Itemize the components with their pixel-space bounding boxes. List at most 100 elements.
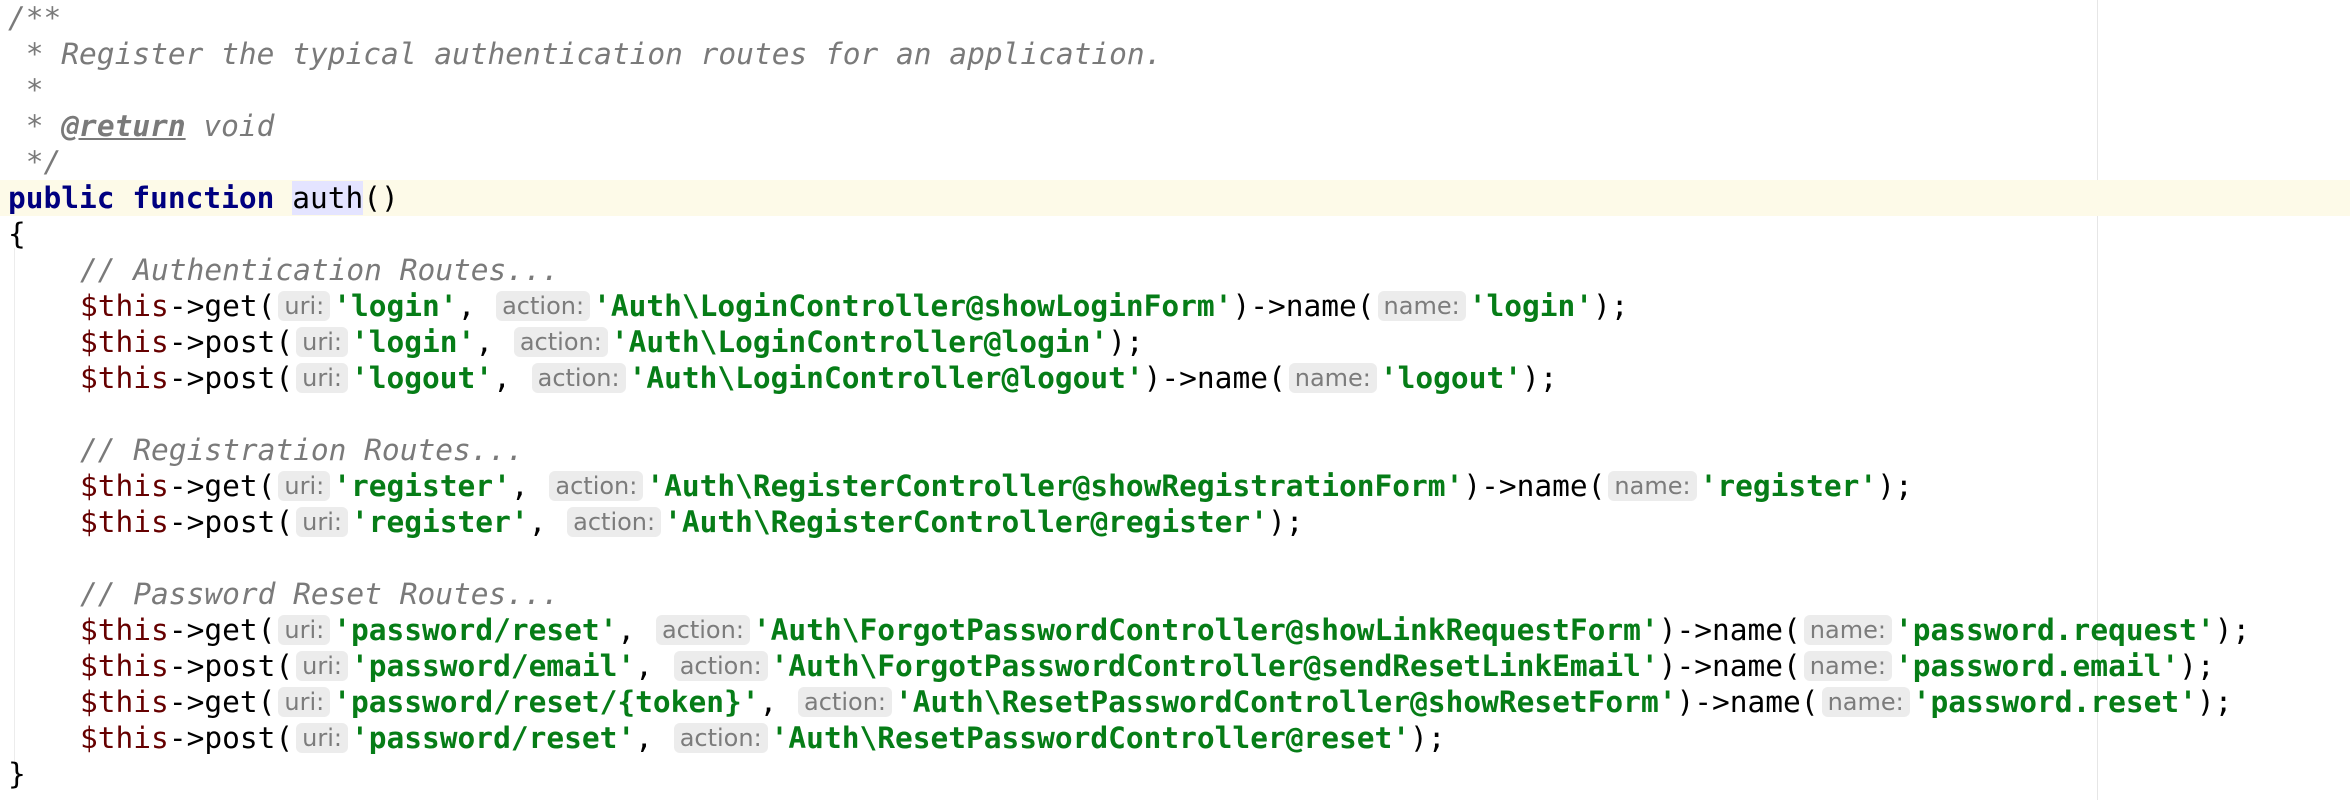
method-call: ->post( <box>168 505 294 539</box>
route-action: 'Auth\ResetPasswordController@reset' <box>770 721 1411 755</box>
route-line: $this->get(uri:'login', action:'Auth\Log… <box>8 288 1629 324</box>
route-name: 'register' <box>1699 469 1878 503</box>
doc-comment-prefix: * <box>8 109 62 143</box>
statement-end: ); <box>1267 505 1304 539</box>
param-hint-action: action: <box>798 687 892 717</box>
route-uri: 'password/reset' <box>350 721 636 755</box>
statement-end: ); <box>2179 649 2215 683</box>
route-uri: 'register' <box>350 505 529 539</box>
name-call: )->name( <box>1232 289 1375 323</box>
param-hint-action: action: <box>673 651 768 681</box>
route-action: 'Auth\LoginController@showLoginForm' <box>593 289 1233 323</box>
comma: , <box>475 325 511 359</box>
comma: , <box>528 505 565 539</box>
name-call: )->name( <box>1658 649 1801 683</box>
this-variable: $this <box>80 469 169 503</box>
this-variable: $this <box>80 649 169 683</box>
statement-end: ); <box>1593 289 1629 323</box>
param-hint-uri: uri: <box>278 615 331 645</box>
right-margin-guide <box>2097 0 2098 800</box>
comma: , <box>510 469 547 503</box>
route-uri: 'register' <box>333 469 511 503</box>
function-name[interactable]: auth <box>292 181 364 215</box>
method-call: ->get( <box>168 289 276 323</box>
function-parens: () <box>363 181 399 215</box>
comma: , <box>635 649 671 683</box>
statement-end: ); <box>2214 613 2251 647</box>
doc-comment-summary: * Register the typical authentication ro… <box>8 37 1163 71</box>
route-action: 'Auth\RegisterController@showRegistratio… <box>646 469 1464 503</box>
method-call: ->post( <box>168 721 294 755</box>
param-hint-action: action: <box>655 615 750 645</box>
statement-end: ); <box>1521 361 1558 395</box>
current-line-highlight <box>0 180 2350 216</box>
name-call: )->name( <box>1676 685 1819 719</box>
route-line: $this->get(uri:'password/reset', action:… <box>8 612 2250 648</box>
comma: , <box>759 685 796 719</box>
param-hint-uri: uri: <box>296 507 348 537</box>
route-line: $this->get(uri:'register', action:'Auth\… <box>8 468 1913 504</box>
param-hint-uri: uri: <box>296 363 348 393</box>
this-variable: $this <box>80 613 169 647</box>
doc-comment-blank: * <box>8 73 44 107</box>
param-hint-uri: uri: <box>296 723 348 753</box>
route-name: 'password.request' <box>1894 613 2215 647</box>
this-variable: $this <box>80 289 169 323</box>
route-action: 'Auth\RegisterController@register' <box>664 505 1268 539</box>
param-hint-action: action: <box>531 363 626 393</box>
route-action: 'Auth\LoginController@login' <box>610 325 1109 359</box>
keyword-function: function <box>132 181 275 215</box>
route-name: 'password.reset' <box>1912 685 2197 719</box>
open-brace: { <box>8 217 26 251</box>
route-uri: 'login' <box>350 325 476 359</box>
param-hint-name: name: <box>1608 471 1697 501</box>
route-action: 'Auth\ForgotPasswordController@sendReset… <box>770 649 1659 683</box>
indent-guide <box>14 248 15 763</box>
param-hint-action: action: <box>496 291 591 321</box>
name-call: )->name( <box>1463 469 1606 503</box>
param-hint-uri: uri: <box>296 651 348 681</box>
doc-comment-close: */ <box>8 145 62 179</box>
statement-end: ); <box>1410 721 1446 755</box>
function-signature: public function auth() <box>8 180 399 216</box>
return-tag: @return <box>61 109 186 143</box>
param-hint-name: name: <box>1288 363 1377 393</box>
comma: , <box>493 361 529 395</box>
route-uri: 'password/reset/{token}' <box>333 685 760 719</box>
route-uri: 'logout' <box>350 361 494 395</box>
param-hint-uri: uri: <box>296 327 348 357</box>
route-line: $this->post(uri:'password/email', action… <box>8 648 2215 684</box>
route-line: $this->post(uri:'logout', action:'Auth\L… <box>8 360 1558 396</box>
route-action: 'Auth\LoginController@logout' <box>628 361 1144 395</box>
route-uri: 'password/email' <box>350 649 636 683</box>
route-action: 'Auth\ForgotPasswordController@showLinkR… <box>752 613 1659 647</box>
method-call: ->post( <box>168 325 294 359</box>
comma: , <box>457 289 494 323</box>
section-comment: // Password Reset Routes... <box>80 577 560 611</box>
doc-comment-return: * @return void <box>8 108 275 144</box>
this-variable: $this <box>80 721 169 755</box>
param-hint-uri: uri: <box>278 687 331 717</box>
param-hint-action: action: <box>549 471 644 501</box>
route-uri: 'login' <box>333 289 458 323</box>
comma: , <box>617 613 653 647</box>
close-brace: } <box>8 757 26 791</box>
this-variable: $this <box>80 685 169 719</box>
route-name: 'password.email' <box>1894 649 2180 683</box>
method-call: ->post( <box>168 361 294 395</box>
route-name: 'login' <box>1468 289 1594 323</box>
route-action: 'Auth\ResetPasswordController@showResetF… <box>895 685 1677 719</box>
this-variable: $this <box>80 361 169 395</box>
route-line: $this->get(uri:'password/reset/{token}',… <box>8 684 2232 720</box>
section-comment: // Authentication Routes... <box>80 253 560 287</box>
name-call: )->name( <box>1658 613 1801 647</box>
statement-end: ); <box>1108 325 1144 359</box>
return-type: void <box>185 109 275 143</box>
method-call: ->get( <box>168 685 276 719</box>
param-hint-name: name: <box>1821 687 1910 717</box>
param-hint-action: action: <box>567 507 662 537</box>
route-line: $this->post(uri:'register', action:'Auth… <box>8 504 1303 540</box>
method-call: ->post( <box>168 649 294 683</box>
route-uri: 'password/reset' <box>333 613 618 647</box>
